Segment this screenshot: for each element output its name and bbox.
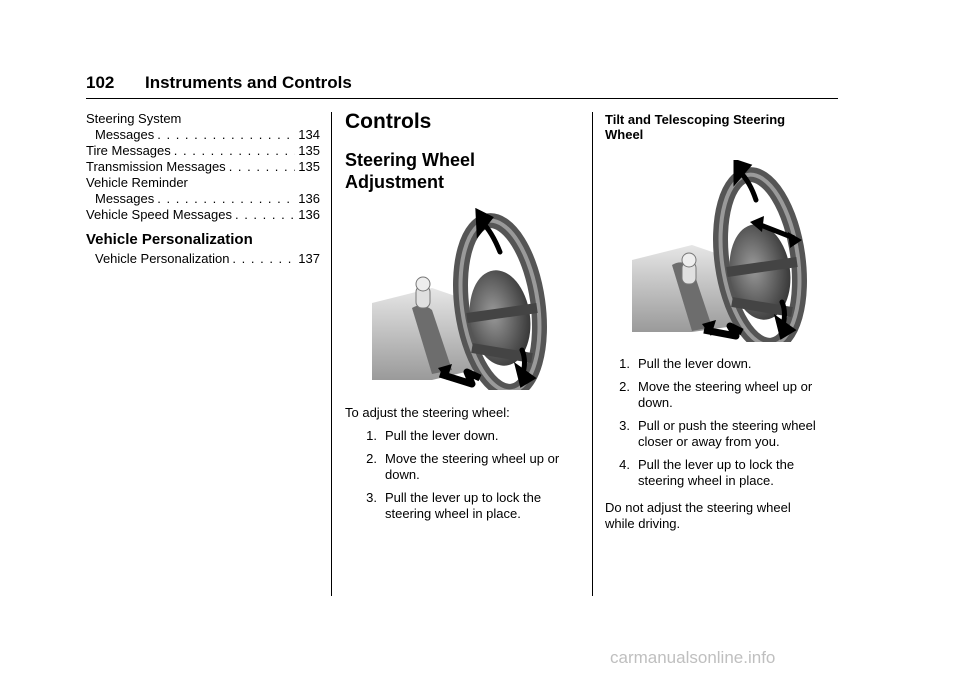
step-text: Move the steering wheel up or down. [638, 379, 813, 410]
tilt-heading: Tilt and Telescoping Steering Wheel [605, 112, 786, 142]
step-item: 3. Pull or push the steering wheel closer… [598, 418, 843, 450]
leader-dots [157, 127, 295, 143]
leader-dots [235, 207, 295, 223]
steering-adjustment-heading-line: Adjustment [345, 172, 444, 192]
index-entry-page: 137 [298, 251, 320, 266]
step-text: Pull or push the steering wheel closer o… [638, 418, 816, 449]
steering-adjustment-heading-line: Steering Wheel [345, 150, 476, 170]
controls-column: Controls Steering Wheel Adjustment [345, 109, 580, 193]
column-divider [592, 112, 593, 596]
index-entry-page: 135 [298, 143, 320, 158]
leader-dots [229, 159, 296, 175]
index-entry[interactable]: Steering System Messages 134 [86, 111, 320, 143]
column-divider [331, 112, 332, 596]
step-number: 4. [619, 457, 630, 472]
steering-wheel-tilt-illustration [372, 208, 547, 390]
index-entry-label: Transmission Messages [86, 159, 226, 174]
tilt-steps: 1. Pull the lever down. 2. Move the steeri… [598, 356, 843, 496]
index-entry-label: Tire Messages [86, 143, 171, 158]
index-entry[interactable]: Vehicle Speed Messages 136 [86, 207, 320, 223]
step-number: 1. [619, 356, 630, 371]
index-entry-label: Vehicle Reminder [86, 175, 188, 190]
step-text: Pull the lever up to lock the steering w… [385, 490, 542, 521]
index-list: Steering System Messages 134 Tire Message… [86, 111, 320, 267]
leader-dots [157, 191, 295, 207]
header-rule [86, 98, 838, 99]
tilt-column: Tilt and Telescoping Steering Wheel [605, 112, 843, 142]
index-section-heading: Vehicle Personalization [86, 231, 253, 248]
index-entry-page: 134 [298, 127, 320, 142]
index-entry[interactable]: Vehicle Personalization 137 [86, 251, 320, 267]
controls-intro: To adjust the steering wheel: [345, 405, 510, 420]
index-entry[interactable]: Tire Messages 135 [86, 143, 320, 159]
index-entry-label: Vehicle Speed Messages [86, 207, 232, 222]
step-text: Pull the lever up to lock the steering w… [638, 457, 795, 488]
step-item: 1. Pull the lever down. [345, 428, 575, 444]
steering-wheel-telescope-illustration [632, 160, 807, 342]
section-title: Instruments and Controls [145, 73, 352, 92]
step-text: Move the steering wheel up or down. [385, 451, 560, 482]
step-item: 4. Pull the lever up to lock the steering… [598, 457, 843, 489]
step-item: 2. Move the steering wheel up or down. [598, 379, 843, 411]
controls-heading: Controls [345, 110, 432, 133]
index-entry-label: Messages [95, 191, 155, 206]
step-text: Pull the lever down. [638, 356, 752, 371]
page-number: 102 [86, 73, 115, 92]
step-number: 2. [619, 379, 630, 394]
step-number: 2. [366, 451, 377, 466]
index-entry-page: 135 [298, 159, 320, 174]
index-entry-label: Messages [95, 127, 155, 142]
step-number: 3. [366, 490, 377, 505]
steering-adjustment-heading: Steering Wheel Adjustment [345, 149, 580, 193]
index-entry-label: Vehicle Personalization [95, 251, 230, 266]
step-item: 3. Pull the lever up to lock the steering… [345, 490, 575, 522]
leader-dots [174, 143, 296, 159]
index-entry[interactable]: Transmission Messages 135 [86, 159, 320, 175]
step-text: Pull the lever down. [385, 428, 499, 443]
index-entry-page: 136 [298, 191, 320, 206]
index-entry-label: Steering System [86, 111, 182, 126]
watermark-text: carmanualsonline.info [610, 648, 776, 667]
step-item: 2. Move the steering wheel up or down. [345, 451, 575, 483]
controls-steps: 1. Pull the lever down. 2. Move the steeri… [345, 428, 575, 529]
index-entry[interactable]: Vehicle Reminder Messages 136 [86, 175, 320, 207]
tilt-note: Do not adjust the steering wheel while d… [605, 500, 791, 531]
step-number: 3. [619, 418, 630, 433]
step-number: 1. [366, 428, 377, 443]
leader-dots [232, 251, 295, 267]
index-entry-page: 136 [298, 207, 320, 222]
step-item: 1. Pull the lever down. [598, 356, 843, 372]
